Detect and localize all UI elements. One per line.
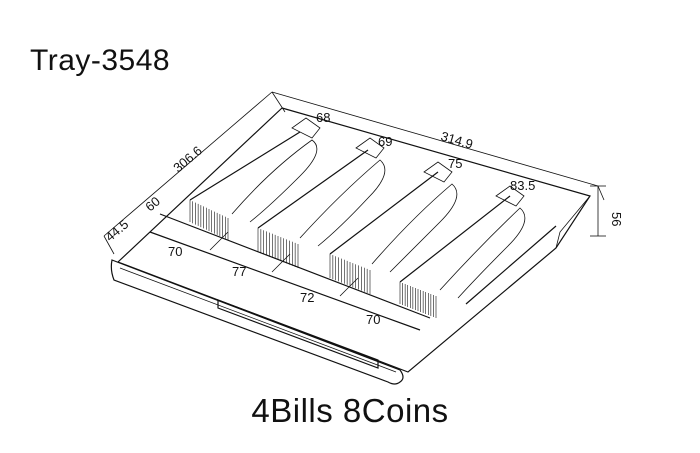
bill-width-label-3: 75 <box>448 156 462 171</box>
bill-width-label-1: 68 <box>316 110 330 125</box>
bill-width-label-2: 69 <box>378 134 392 149</box>
height-label: 56 <box>609 212 624 226</box>
bill-width-label-4: 83.5 <box>510 178 535 193</box>
width-dimension: 314.9 <box>271 91 605 201</box>
divider-hatching <box>189 200 437 318</box>
coin-width-label-2: 77 <box>232 264 246 279</box>
coin-width-label-4: 70 <box>366 312 380 327</box>
model-title: Tray-3548 <box>30 44 171 77</box>
depth-label: 306.6 <box>170 143 205 175</box>
width-label: 314.9 <box>439 128 474 151</box>
capacity-caption: 4Bills 8Coins <box>251 392 449 429</box>
front-depth-label: 60 <box>142 194 163 215</box>
height-dimension: 56 <box>590 185 624 237</box>
tray-outline <box>110 107 591 385</box>
coin-width-label-1: 70 <box>168 244 182 259</box>
depth-dimension: 306.6 60 44.5 <box>102 91 273 255</box>
coin-width-label-3: 72 <box>300 290 314 305</box>
coin-compartments: 70 77 72 70 <box>149 213 431 331</box>
bill-compartments: 68 69 75 83.5 <box>189 110 557 305</box>
